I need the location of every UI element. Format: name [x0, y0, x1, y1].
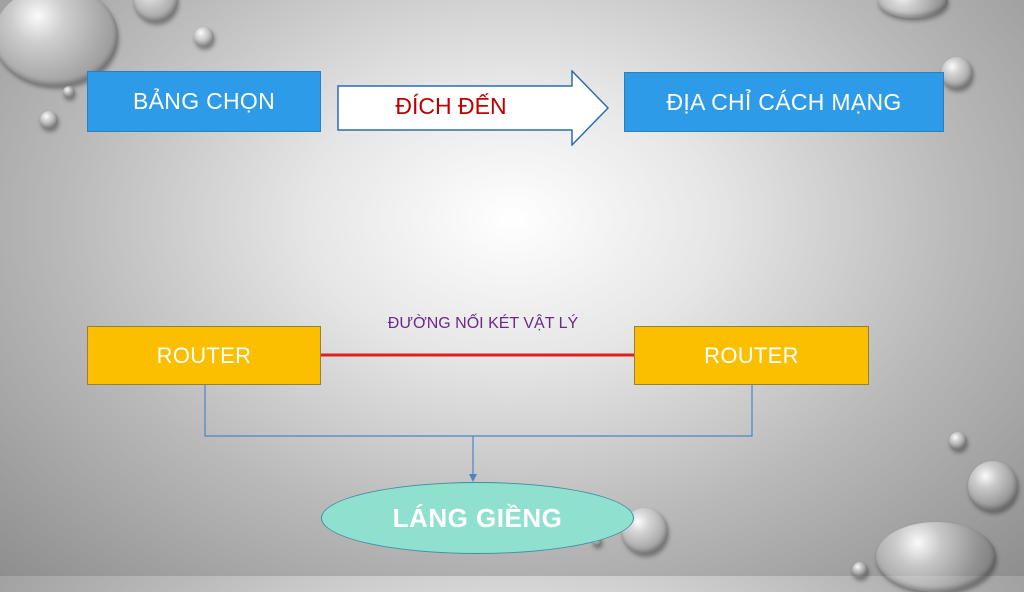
physical-link-label: ĐƯỜNG NỐI KÉT VẬT LÝ [387, 315, 579, 332]
router-box-right: ROUTER [634, 326, 869, 385]
destination-label: ĐÍCH ĐẾN [395, 92, 507, 119]
decorative-water-drop [949, 432, 967, 450]
destination-arrow [337, 70, 610, 146]
router-box-left: ROUTER [87, 326, 321, 385]
connector-arrowhead [469, 474, 477, 482]
decorative-water-drop [878, 0, 948, 18]
menu-table-box: BẢNG CHỌN [87, 71, 321, 132]
decorative-water-drop [134, 0, 178, 22]
router-to-neighbor-connector [204, 385, 753, 437]
decorative-water-drop [194, 27, 214, 47]
decorative-water-drop [852, 562, 868, 578]
neighbor-ellipse: LÁNG GIỀNG [321, 482, 634, 554]
decorative-water-drop [63, 86, 75, 98]
decorative-water-drop [941, 57, 973, 89]
decorative-water-drop [40, 111, 58, 129]
connector-lines [204, 353, 753, 482]
decorative-water-drop [968, 461, 1018, 511]
network-address-box: ĐỊA CHỈ CÁCH MẠNG [624, 72, 944, 132]
